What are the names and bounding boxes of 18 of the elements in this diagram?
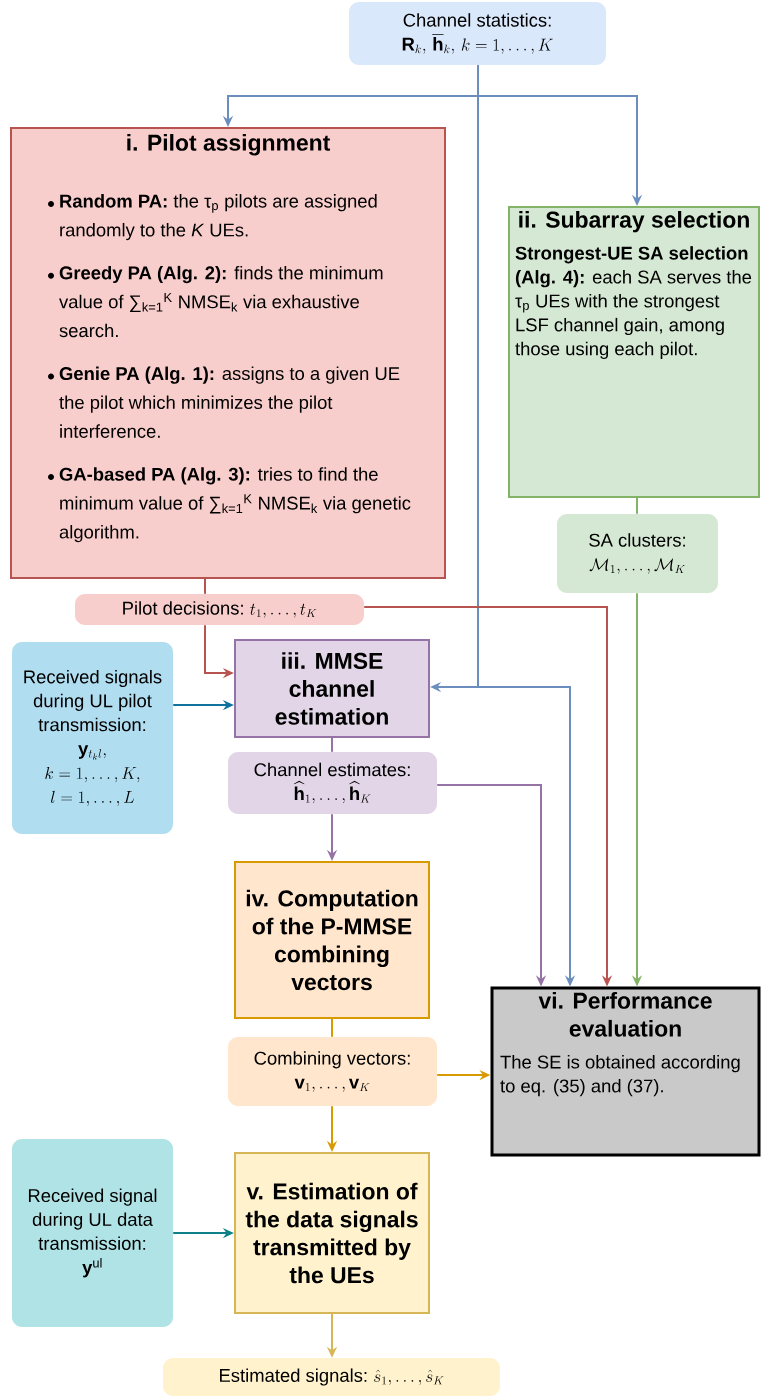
connector-line [331,1018,333,1038]
data-label-box: Pilot decisions: $t_1,\ldots,t_K$ [75,594,364,625]
data-label-box: Channel estimates: $\widehat{\mathbf{h}}_1,\ldots,\widehat{\mathbf{h}}_K$ [228,752,437,814]
data-label-box: Estimated signals: $\hat{s}_1,\ldots,\hat{s}_K$ [163,1358,500,1396]
process-box: i. Pilot assignment Random PA: the τ$_{p}$ pilots are assigned randomly to the K UEs. Greedy PA (Alg. 2): finds the minimum value of ∑$_{k=1}$$^{K}$ NMSE$_{k}$ via exhaustive search. Genie PA (Alg. 1): assigns to a given UE the pilot which minimizes the pilot interference. GA-based PA (Alg. 3): tries to find the minimum value of ∑$_{k=1}$$^{K}$ NMSE$_{k}$ via genetic algorithm. [10,127,446,579]
input-box: Received signal during UL data transmission: $\mathbf{y}^{\mathrm{ul}}$ [12,1139,173,1327]
process-box: v. Estimation of the data signals transmitted by the UEs [234,1152,430,1314]
process-box: vi. Performance evaluation The SE is obtained according to eq. (35) and (37). [490,986,761,1157]
data-label-box: SA clusters: $\mathcal{M}_1,\ldots,\mathcal{M}_K$ [557,514,718,593]
data-label-box: Combining vectors: $\mathbf{v}_1,\ldots,\mathbf{v}_K$ [228,1037,437,1106]
connector-line [331,737,333,753]
connector-line [204,578,206,595]
process-box: iii. MMSE channel estimation [234,639,430,738]
process-box: iv. Computation of the P-MMSE combining vectors [234,861,430,1019]
connector-line [636,497,638,515]
data-label-box: Channel statistics: $\mathbf{R}_k,\, \overline{\mathbf{h}}_k,\, k=1,\ldots,K$ [349,2,606,65]
input-box: Received signals during UL pilot transmission: $\mathbf{y}_{t_k l},$ $k=1,\ldots,K,$ $l=1,\ldots,L$ [12,642,173,834]
process-box: ii. Subarray selection Strongest-UE SA selection (Alg. 4): each SA serves the τ$_{p}$ UEs with the strongest LSF channel gain, among those using each pilot. [508,206,760,498]
